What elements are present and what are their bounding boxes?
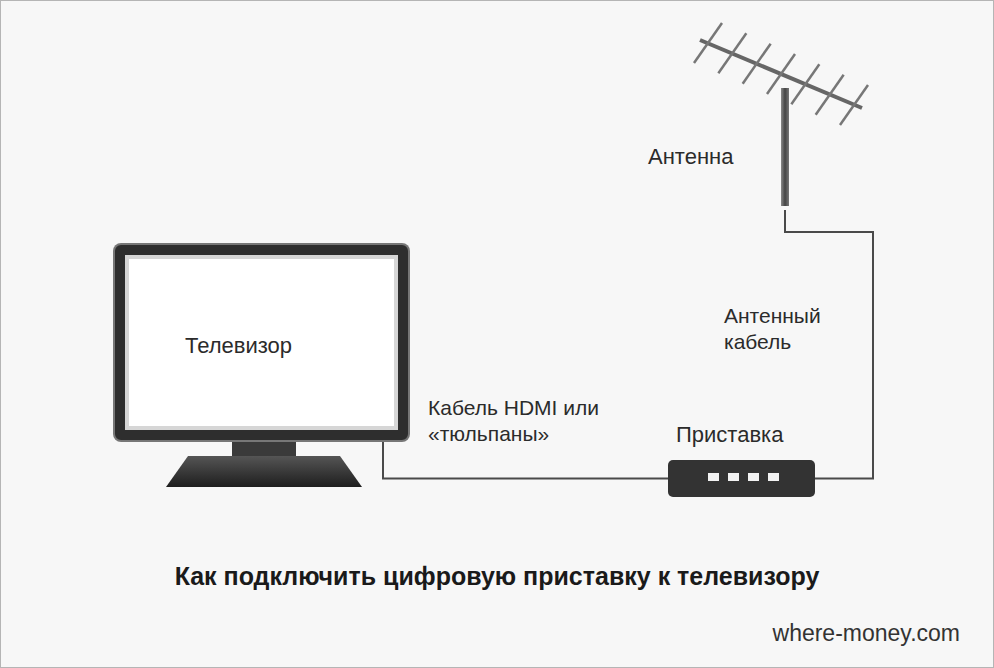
- node-label: Телевизор: [185, 333, 292, 359]
- box-indicator: [768, 473, 779, 481]
- set-top-box: Приставка: [660, 420, 822, 499]
- antenna-elements: [694, 23, 868, 125]
- antenna-element: [791, 64, 819, 104]
- cable-label: Кабель HDMI или «тюльпаны»: [426, 395, 645, 447]
- node-label: Антенна: [648, 144, 733, 170]
- box-indicator: [728, 473, 739, 481]
- stand-neck: [232, 438, 296, 456]
- box-indicator: [708, 473, 719, 481]
- antenna-boom: [700, 40, 862, 108]
- antenna-element: [743, 44, 771, 84]
- antenna: Антенна: [640, 40, 870, 210]
- antenna-element: [718, 33, 746, 73]
- watermark: where-money.com: [773, 620, 960, 647]
- tv-stand: [166, 438, 362, 487]
- diagram-title: Как подключить цифровую приставку к теле…: [0, 562, 994, 591]
- tv-screen: Телевизор: [115, 245, 408, 440]
- antenna-element: [767, 54, 795, 94]
- antenna-element: [840, 85, 868, 125]
- antenna-element: [816, 75, 844, 115]
- cable-label: Антенный кабель: [722, 303, 856, 355]
- stand-base: [166, 456, 362, 487]
- node-label: Приставка: [676, 422, 783, 448]
- antenna-drawing: [694, 23, 868, 206]
- box-indicator: [748, 473, 759, 481]
- box-body: [668, 460, 815, 497]
- antenna-element: [694, 23, 722, 63]
- antenna-mast: [781, 88, 789, 206]
